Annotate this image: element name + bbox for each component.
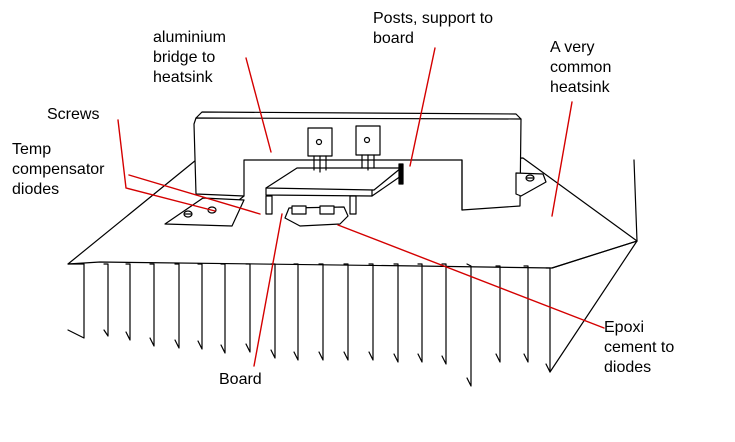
post	[398, 163, 404, 185]
label-posts: Posts, support to board	[373, 10, 494, 47]
diode	[319, 205, 335, 215]
diode	[291, 205, 307, 215]
label-screws: Screws	[47, 106, 100, 123]
leader-epoxi	[337, 224, 605, 329]
left-bracket-foot	[164, 197, 245, 227]
leader-posts	[409, 47, 436, 167]
leader-board	[253, 213, 283, 367]
leader-diodes	[128, 174, 261, 215]
leader-screws	[117, 119, 216, 212]
label-epoxi: Epoxi cement to diodes	[604, 319, 675, 376]
right-bracket-foot	[515, 172, 547, 197]
label-bridge: aluminium bridge to heatsink	[153, 29, 226, 86]
leader-heatsink	[551, 101, 573, 217]
post	[349, 195, 357, 215]
screw-icon	[525, 174, 535, 182]
to-220-transistor-icon	[355, 125, 381, 171]
leader-bridge	[245, 57, 272, 153]
to-220-transistor-icon	[307, 127, 333, 173]
label-diodes: Temp compensator diodes	[12, 141, 105, 198]
post	[265, 195, 273, 215]
label-heatsink: A very common heatsink	[550, 39, 612, 96]
screw-icon	[183, 210, 193, 218]
label-board: Board	[219, 371, 262, 388]
heatsink-fins	[67, 159, 638, 387]
